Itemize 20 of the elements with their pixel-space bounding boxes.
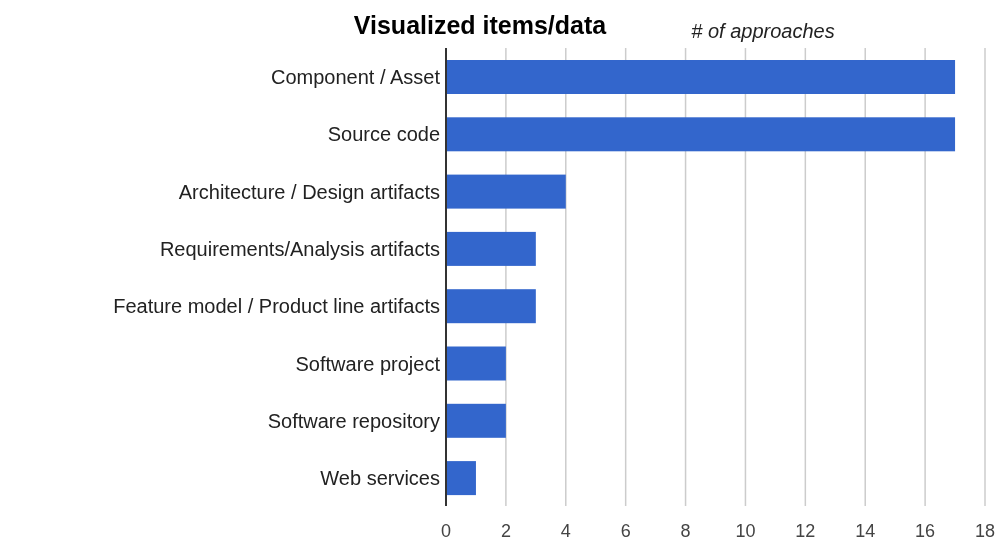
category-label: Source code: [327, 123, 440, 146]
tick-label: 10: [735, 521, 756, 541]
chart-title: Visualized items/data: [353, 11, 607, 39]
tick-label: 16: [915, 521, 936, 541]
tick-label: 2: [500, 521, 511, 541]
category-label: Requirements/Analysis artifacts: [159, 237, 440, 260]
category-label: Component / Asset: [271, 66, 440, 88]
tick-label: 0: [441, 521, 451, 541]
category-label: Software project: [295, 352, 440, 375]
category-label: Web services: [320, 467, 440, 490]
category-label: Architecture / Design artifacts: [178, 180, 440, 203]
tick-label: 4: [560, 521, 571, 541]
category-label: Feature model / Product line artifacts: [113, 295, 440, 318]
tick-label: 14: [855, 521, 876, 541]
tick-label: 8: [680, 521, 691, 541]
tick-label: 18: [975, 521, 995, 541]
axis-title: # of approaches: [691, 20, 835, 42]
category-label: Software repository: [267, 409, 440, 432]
tick-label: 12: [795, 521, 816, 541]
tick-label: 6: [620, 521, 631, 541]
